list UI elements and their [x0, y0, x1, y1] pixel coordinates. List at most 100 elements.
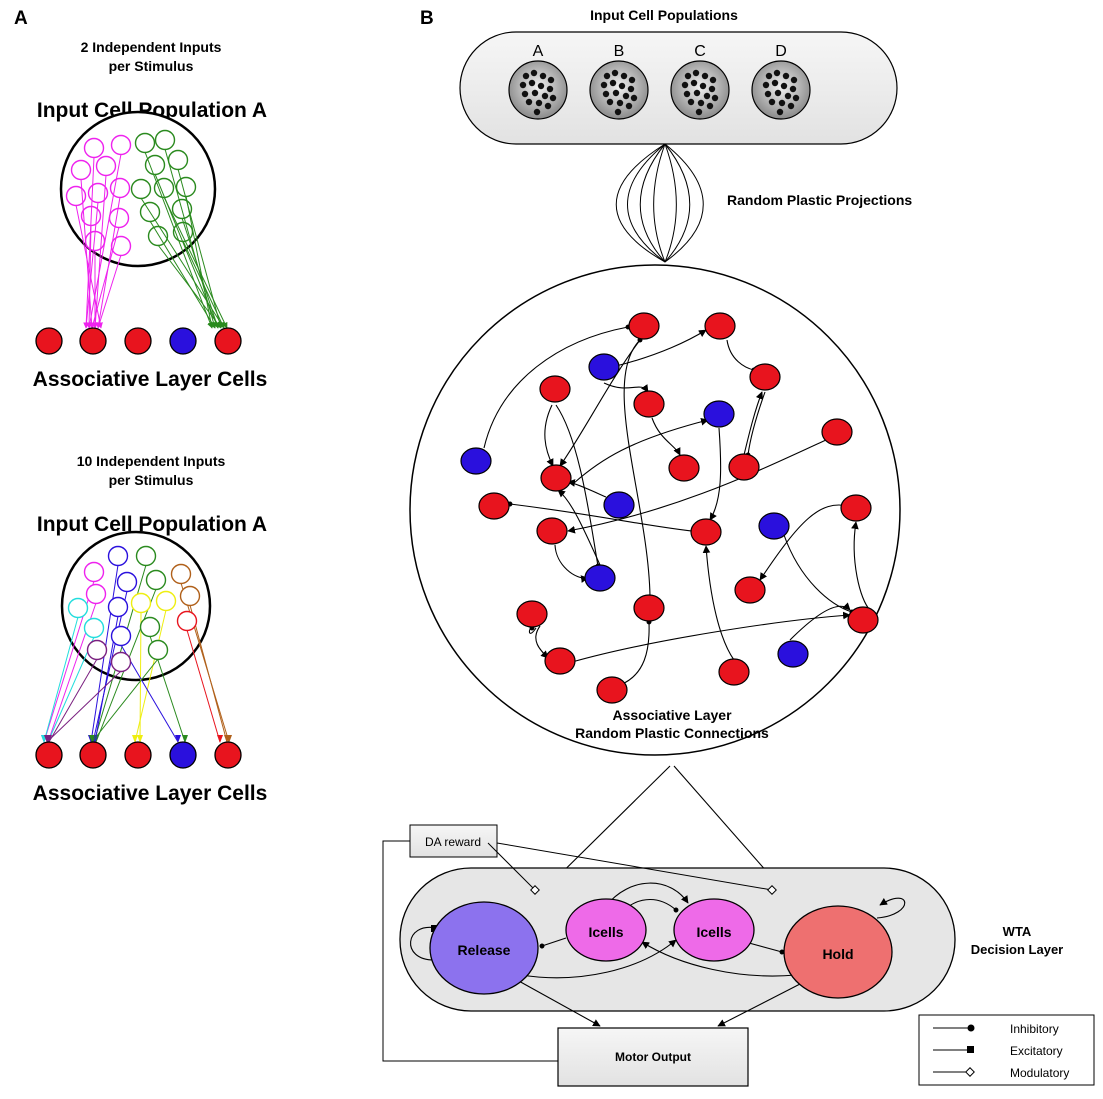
icells-right-label: Icells [696, 924, 731, 940]
associative-connection [651, 417, 681, 456]
projection-green [182, 240, 225, 329]
inhibitory-neuron [584, 564, 616, 592]
legend-modulatory-label: Modulatory [1010, 1066, 1069, 1080]
population-cell-dot [773, 69, 781, 77]
population-cell-dot [547, 76, 555, 84]
population-cell-dot [620, 72, 628, 80]
release-label: Release [458, 942, 511, 958]
inhibitory-neuron [460, 447, 492, 475]
population-cell-dot [789, 85, 797, 93]
associative-cell [124, 327, 152, 355]
population-cell-dot [614, 108, 622, 116]
projection-magenta [80, 178, 95, 329]
input-cell [176, 610, 198, 632]
population-cell-dot [764, 90, 772, 98]
projection-arrowhead [44, 735, 50, 743]
associative-connection [702, 545, 735, 661]
da-reward-box [409, 824, 498, 858]
projection-line [46, 670, 122, 743]
excitatory-neuron [734, 576, 766, 604]
input-cell-magenta [110, 134, 132, 156]
input-cell [155, 590, 177, 612]
excitatory-neuron [539, 375, 571, 403]
input-cell-green [147, 225, 169, 247]
population-cell-dot [784, 92, 792, 100]
projection-magenta [86, 224, 93, 329]
legend-inhibitory-label: Inhibitory [1010, 1022, 1059, 1036]
projection-green [181, 217, 220, 329]
wta-label-line1: WTA [1003, 924, 1032, 939]
population-cell-dot [549, 94, 557, 102]
modulatory-marker-left [530, 885, 540, 895]
projection-arrowhead [224, 735, 230, 743]
projection-line [47, 636, 95, 743]
projection-magenta [83, 156, 95, 329]
release-neuron [429, 901, 539, 995]
projection-magenta [83, 201, 99, 329]
population-cell-dot [790, 76, 798, 84]
projection-magenta [75, 204, 103, 329]
population-cell-dot [600, 81, 608, 89]
population-cell-dot [703, 92, 711, 100]
population-cell-dot [692, 69, 700, 77]
projection-line [48, 658, 98, 743]
input-cell [147, 639, 169, 661]
population-cell-dot [530, 69, 538, 77]
projection-green [163, 196, 228, 329]
excitatory-neuron [840, 494, 872, 522]
excitatory-neuron [478, 492, 510, 520]
population-cell-dot [765, 72, 773, 80]
panel-a-bottom-population-title: Input Cell Population A [37, 513, 267, 536]
excitatory-neuron [690, 518, 722, 546]
population-cell-dot [701, 72, 709, 80]
population-cell-dot [603, 72, 611, 80]
excitatory-neuron [633, 594, 665, 622]
random-plastic-projections [615, 143, 704, 263]
panel-a-top-population-title: Input Cell Population A [37, 99, 267, 122]
population-cell-dot [616, 99, 624, 107]
population-cell-dot [537, 82, 545, 90]
reward-feedback-loop [382, 840, 558, 1062]
excitatory-neuron [544, 647, 576, 675]
associative-connection [619, 619, 652, 686]
associative-connection [544, 404, 554, 467]
input-population-label: A [533, 43, 544, 60]
excitatory-neuron [704, 312, 736, 340]
associative-connection [603, 382, 649, 393]
excitatory-neuron [596, 676, 628, 704]
projection-line [43, 616, 79, 743]
associative-connection [528, 625, 537, 634]
population-cell-dot [708, 85, 716, 93]
projection-green [157, 244, 222, 329]
excitatory-neuron [628, 312, 660, 340]
projection-arrowhead [132, 735, 138, 743]
projection-line [189, 604, 228, 743]
projection-arrowhead [89, 735, 95, 743]
projection-line [91, 658, 159, 743]
projection-line [134, 609, 167, 743]
inhibitory-neuron [758, 512, 790, 540]
projections-label: Random Plastic Projections [727, 192, 912, 208]
population-cell-dot [602, 90, 610, 98]
excitatory-neuron [821, 418, 853, 446]
population-cell-dot [762, 81, 770, 89]
da-reward-label: DA reward [425, 835, 481, 849]
excitatory-neuron [668, 454, 700, 482]
input-cell [107, 545, 129, 567]
legend: Inhibitory Excitatory Modulatory [918, 1014, 1095, 1086]
input-cell-magenta [70, 159, 92, 181]
panel-a-top-caption-line2: per Stimulus [109, 58, 194, 74]
input-cell-green [130, 178, 152, 200]
population-a-top-inputs [65, 129, 197, 257]
population-cell-dot [533, 108, 541, 116]
population-cell-dot [627, 85, 635, 93]
input-cell [83, 617, 105, 639]
population-cell-dot [535, 99, 543, 107]
projection-magenta [92, 174, 107, 329]
projection-arrowhead [182, 735, 188, 743]
population-cell-dot [690, 79, 698, 87]
input-population-label: D [775, 43, 787, 60]
population-cell-dot [612, 89, 620, 97]
